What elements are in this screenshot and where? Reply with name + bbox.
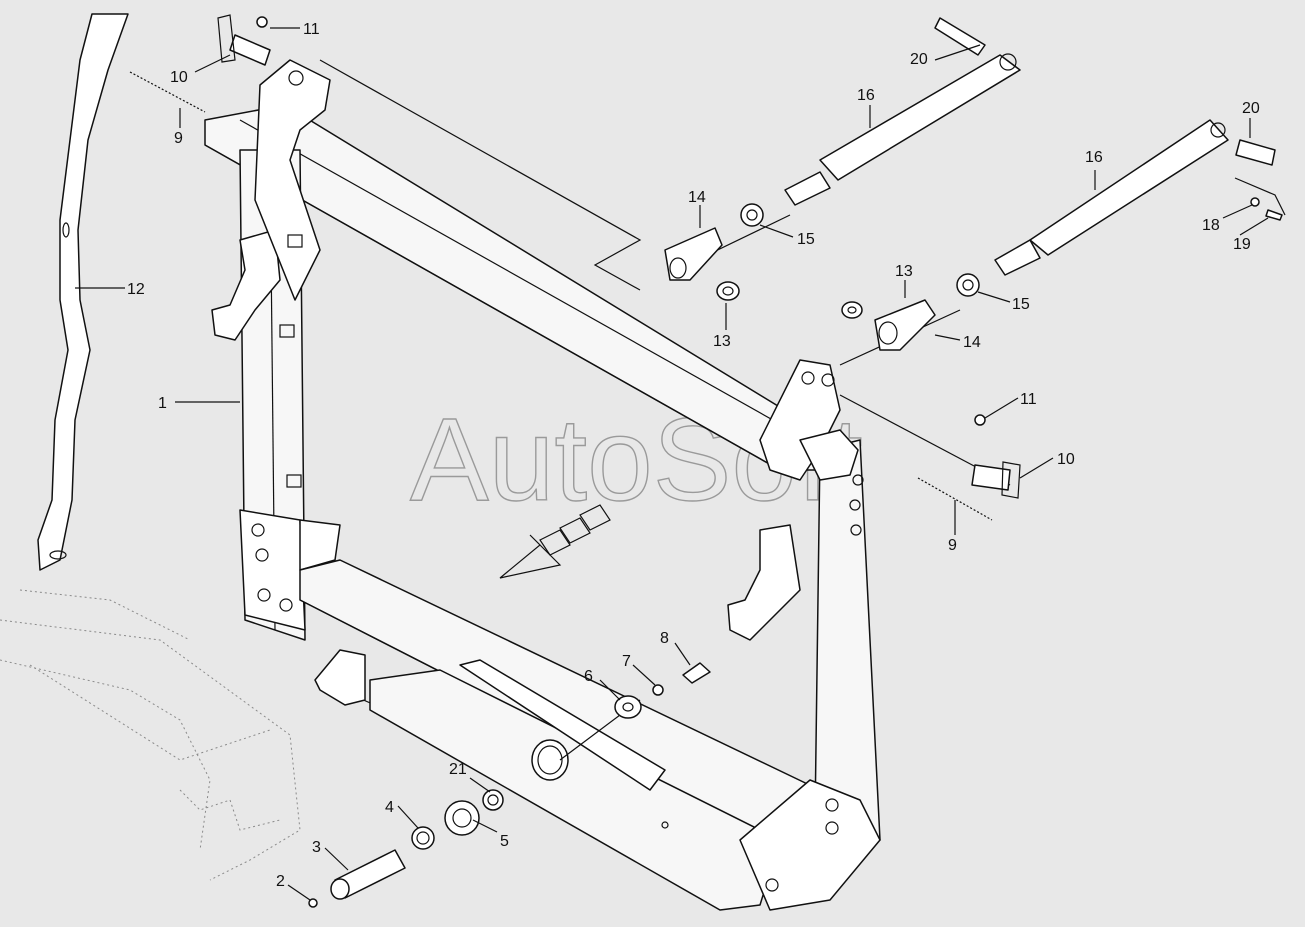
callout-12: 12 [127,281,145,298]
callout-15-lower: 15 [1012,296,1030,313]
part-14-rod-end-b [874,299,936,351]
tractor-outline [0,589,301,881]
callout-11-top: 11 [303,21,320,38]
part-21-ring [482,789,504,811]
part-6-bushing [614,695,642,719]
part-11-clip-a [256,16,268,28]
callout-9-top: 9 [174,130,183,147]
callout-labels: 11 10 9 12 1 20 16 14 15 13 20 16 18 19 … [127,21,1260,890]
part-15-nut-b [956,273,980,297]
callout-1: 1 [158,395,167,412]
callout-5: 5 [500,833,509,850]
part-5-bearing [444,800,480,836]
part-18-washer [1250,197,1260,207]
callout-13-upper: 13 [713,333,731,350]
part-16-rod-lower [994,119,1229,276]
callout-4: 4 [385,799,394,816]
part-16-rod-upper [784,53,1021,206]
part-4-spacer [411,826,435,850]
callout-13-lower: 13 [895,263,913,280]
part-11-clip-b [974,414,986,426]
callout-10-top: 10 [170,69,188,86]
callout-20-lower: 20 [1242,100,1260,117]
part-20-pin-a [934,17,986,56]
part-13-washer-b [841,301,863,319]
callout-7: 7 [622,653,631,670]
leader-lines [75,27,1269,901]
part-19-bolt [1265,209,1283,221]
callout-9-right: 9 [948,537,957,554]
part-2-screw [308,898,318,908]
part-13-washer-a [716,281,740,301]
part-10-pin-a [217,14,271,66]
part-14-rod-end-a [664,227,723,281]
callout-3: 3 [312,839,321,856]
part-9-chain-a [129,71,206,113]
callout-18: 18 [1202,217,1220,234]
callout-19: 19 [1233,236,1251,253]
part-15-nut-a [740,203,764,227]
callout-6: 6 [584,668,593,685]
callout-20-upper: 20 [910,51,928,68]
part-3-shaft [330,849,406,900]
part-20-pin-b [1235,139,1276,166]
part-1-frame [204,59,881,911]
callout-14-upper: 14 [688,189,706,206]
callout-8: 8 [660,630,669,647]
callout-15-upper: 15 [797,231,815,248]
callout-16-upper: 16 [857,87,875,104]
callout-14-lower: 14 [963,334,981,351]
part-7-washer [652,684,664,696]
callout-11-right: 11 [1020,391,1037,408]
callout-16-lower: 16 [1085,149,1103,166]
callout-21: 21 [449,761,467,778]
callout-10-right: 10 [1057,451,1075,468]
callout-2: 2 [276,873,285,890]
part-12-lever [37,13,129,571]
part-8-bolt [682,662,711,684]
part-10-pin-b [971,461,1021,499]
